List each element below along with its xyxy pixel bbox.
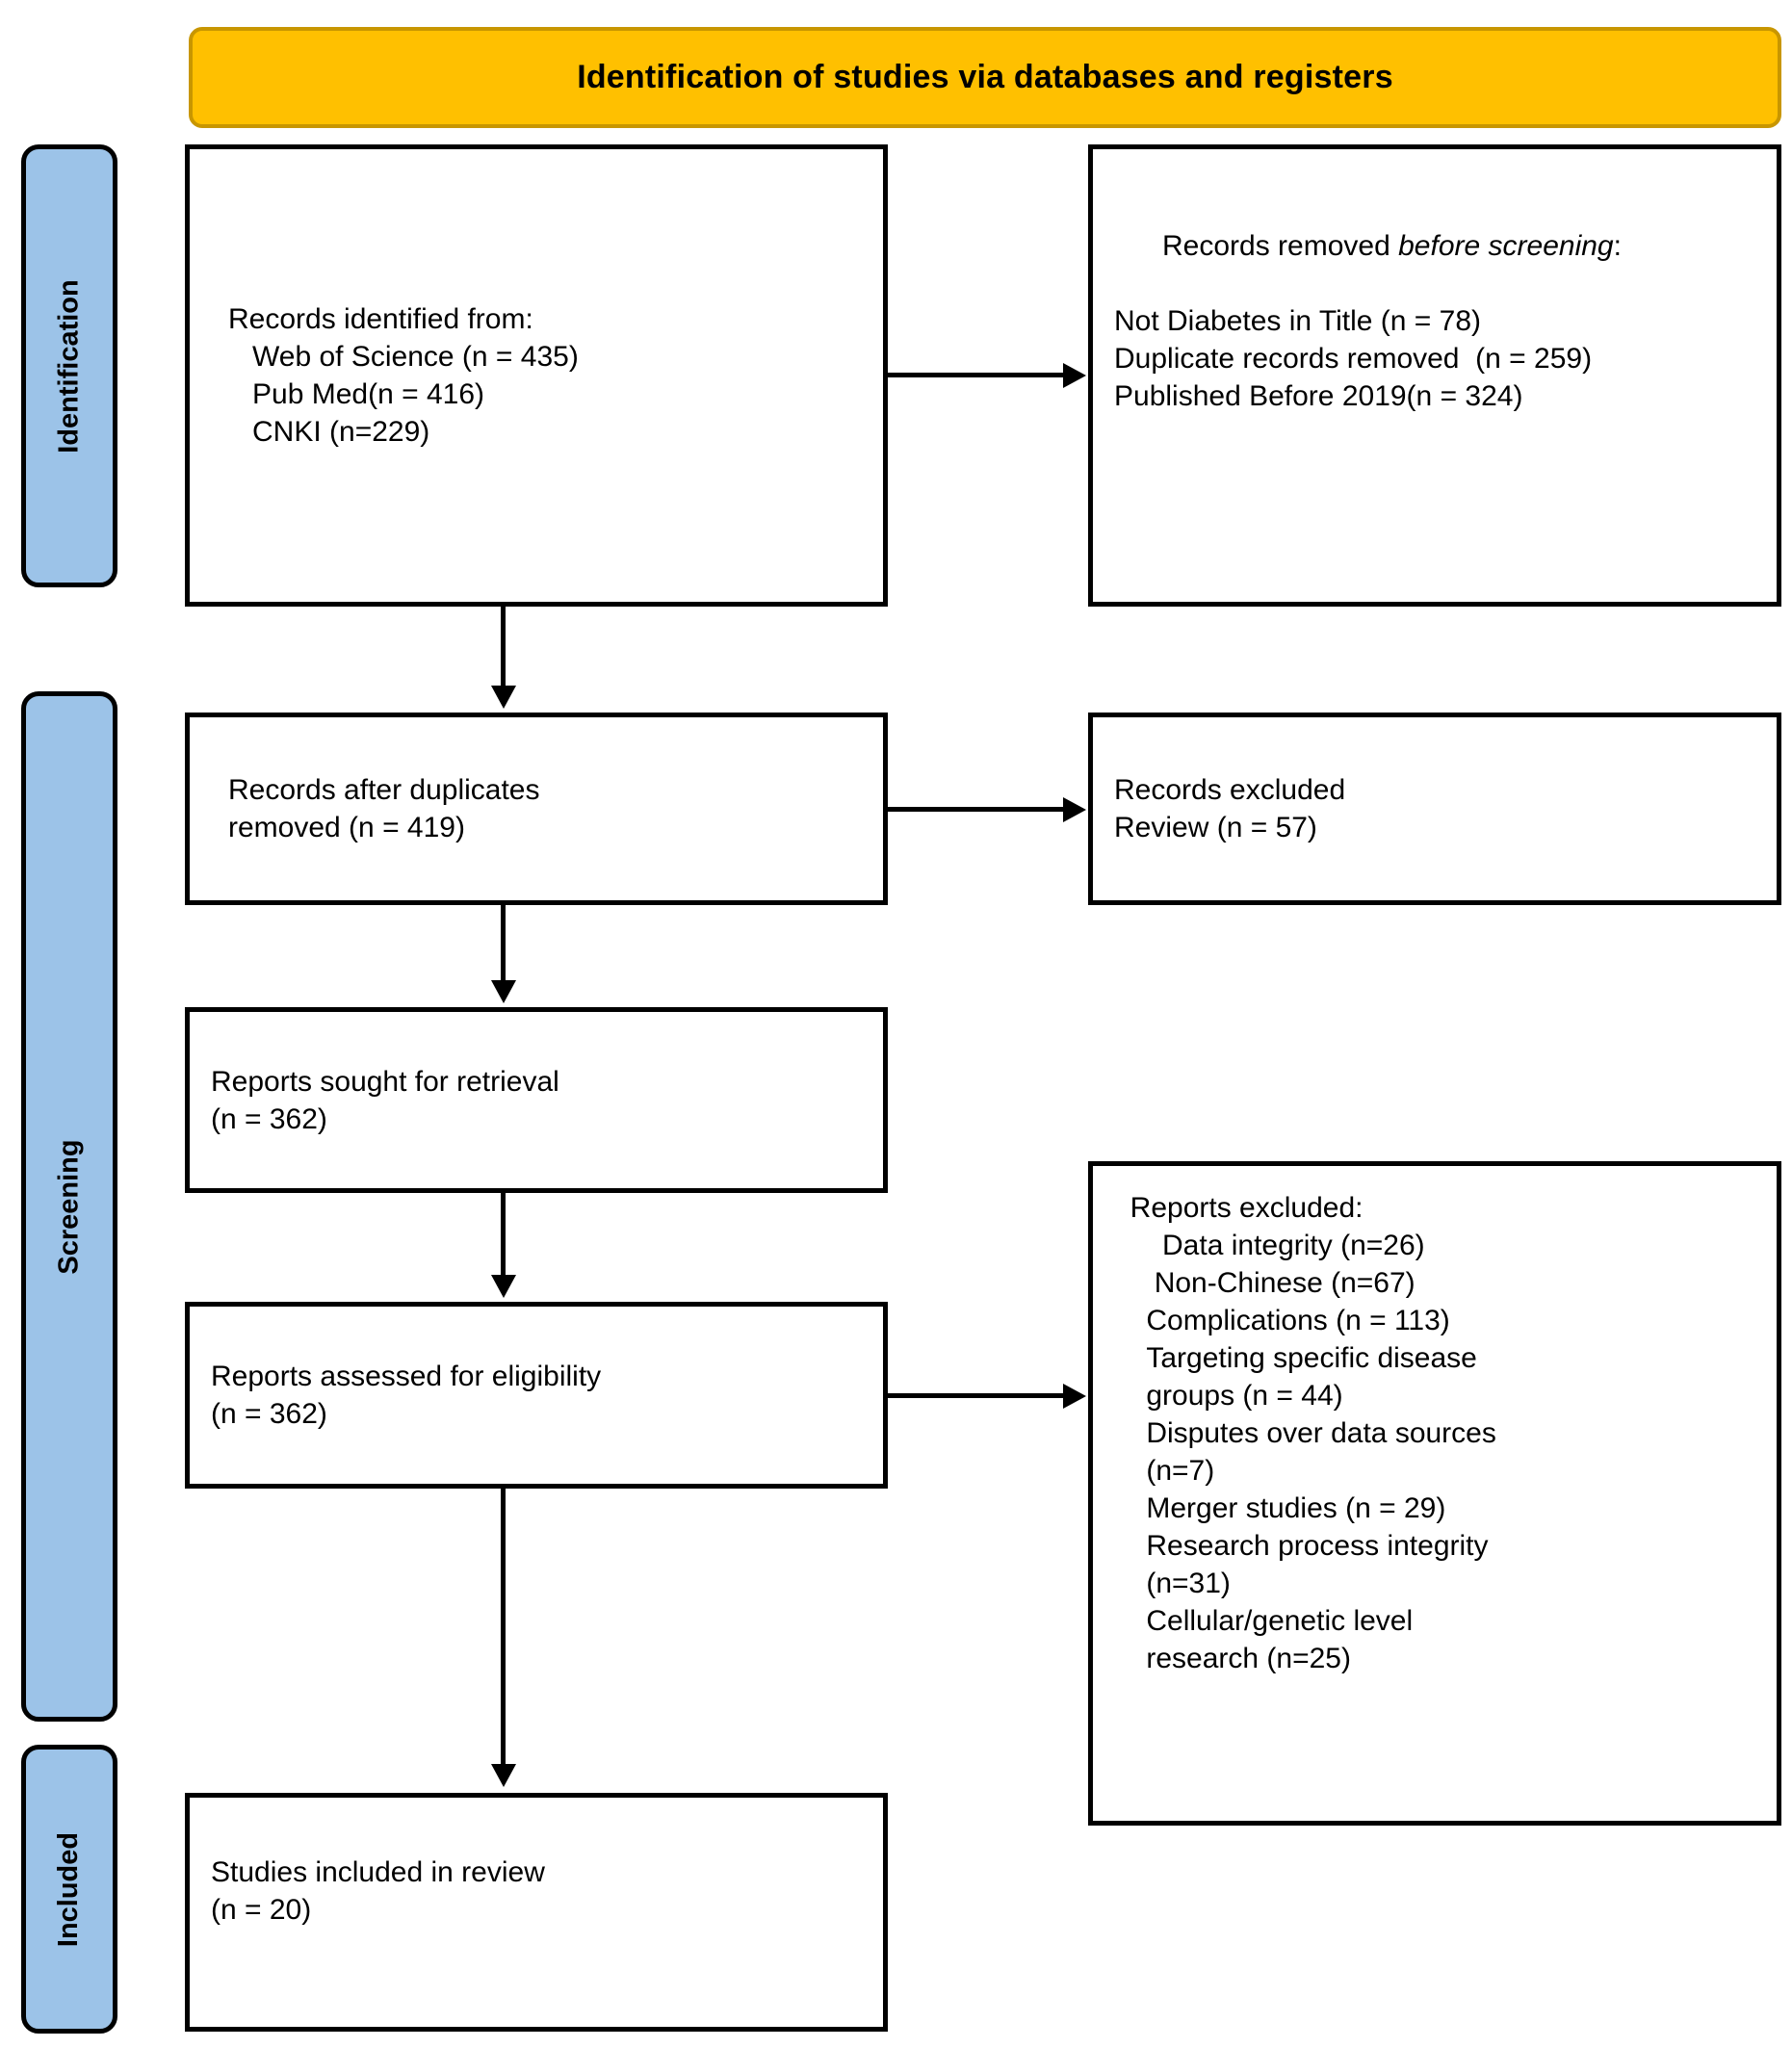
arrow-identified-to-removed-head: [1063, 363, 1086, 388]
arrow-assessed-to-reports-excluded-line: [888, 1393, 1065, 1398]
box-studies-included-in-review-text: Studies included in review (n = 20): [211, 1856, 545, 1926]
box-reports-excluded: Reports excluded: Data integrity (n=26) …: [1088, 1161, 1781, 1826]
box-reports-assessed-for-eligibility: Reports assessed for eligibility (n = 36…: [185, 1302, 888, 1489]
arrow-identified-to-after-dup-line: [501, 607, 506, 687]
box-reports-sought-for-retrieval-text: Reports sought for retrieval (n = 362): [211, 1065, 559, 1135]
diagram-header-banner: Identification of studies via databases …: [189, 27, 1781, 128]
arrow-assessed-to-reports-excluded-head: [1063, 1384, 1086, 1409]
stage-label-included-text: Included: [53, 1831, 85, 1947]
stage-label-screening: Screening: [21, 691, 117, 1722]
arrow-after-dup-to-sought-head: [491, 980, 516, 1003]
box-records-excluded-review-text: Records excluded Review (n = 57): [1114, 774, 1346, 843]
box-records-after-duplicates: Records after duplicates removed (n = 41…: [185, 713, 888, 905]
stage-label-identification: Identification: [21, 144, 117, 587]
arrow-assessed-to-included-head: [491, 1764, 516, 1787]
stage-label-included: Included: [21, 1745, 117, 2034]
arrow-sought-to-assessed-line: [501, 1193, 506, 1277]
arrow-after-dup-to-excluded-head: [1063, 797, 1086, 822]
arrow-sought-to-assessed-head: [491, 1275, 516, 1298]
stage-label-screening-text: Screening: [53, 1138, 85, 1275]
box-records-identified-text: Records identified from: Web of Science …: [228, 303, 579, 448]
diagram-title: Identification of studies via databases …: [577, 59, 1393, 95]
box-records-removed-heading-part2: :: [1613, 230, 1622, 262]
arrow-after-dup-to-excluded-line: [888, 807, 1065, 812]
box-reports-sought-for-retrieval: Reports sought for retrieval (n = 362): [185, 1007, 888, 1193]
arrow-assessed-to-included-line: [501, 1489, 506, 1766]
box-records-after-duplicates-text: Records after duplicates removed (n = 41…: [228, 774, 540, 843]
box-reports-assessed-for-eligibility-text: Reports assessed for eligibility (n = 36…: [211, 1361, 602, 1430]
box-records-removed-heading-part1: Records removed: [1162, 230, 1399, 262]
stage-label-identification-text: Identification: [53, 278, 85, 454]
arrow-identified-to-after-dup-head: [491, 686, 516, 709]
arrow-identified-to-removed-line: [888, 373, 1065, 377]
box-records-excluded-review: Records excluded Review (n = 57): [1088, 713, 1781, 905]
box-reports-excluded-text: Reports excluded: Data integrity (n=26) …: [1130, 1192, 1496, 1674]
box-records-removed-content: Records removed before screening: Not Di…: [1114, 190, 1759, 490]
box-records-removed-lines: Not Diabetes in Title (n = 78) Duplicate…: [1114, 305, 1593, 412]
arrow-after-dup-to-sought-line: [501, 905, 506, 982]
box-records-removed-heading-italic: before screening: [1398, 230, 1614, 262]
box-studies-included-in-review: Studies included in review (n = 20): [185, 1793, 888, 2032]
box-records-identified: Records identified from: Web of Science …: [185, 144, 888, 607]
box-records-removed-before-screening: Records removed before screening: Not Di…: [1088, 144, 1781, 607]
